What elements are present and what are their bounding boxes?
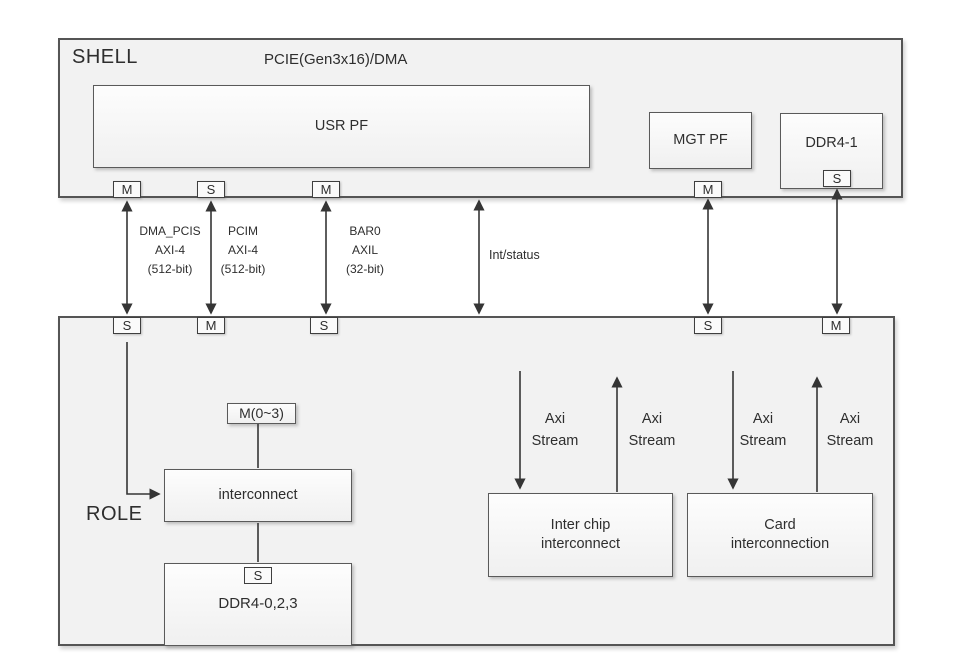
ddr4-1-label: DDR4-1 (805, 134, 858, 151)
link-label-dma-pcis: DMA_PCIS AXI-4 (512-bit) (130, 222, 210, 279)
usr-pf-label: USR PF (314, 118, 369, 134)
axi-stream-label-2: Axi Stream (617, 408, 687, 452)
mgt-pf-label: MGT PF (673, 132, 728, 148)
shell-port-bar0-m: M (312, 181, 340, 198)
role-title: ROLE (86, 503, 143, 525)
link-label-pcim-line2: AXI-4 (227, 243, 258, 257)
link-label-dma-pcis-line2: AXI-4 (154, 243, 185, 257)
link-label-pcim-line3: (512-bit) (220, 262, 266, 276)
role-port-bar0-s: S (310, 317, 338, 334)
role-port-ddr4-m: M (822, 317, 850, 334)
card-label-line2: interconnection (730, 536, 830, 552)
axi-stream-label-3: Axi Stream (728, 408, 798, 452)
axi-stream-1-line1: Axi (544, 411, 566, 427)
ddr4-023-port-s: S (244, 567, 272, 584)
shell-title: SHELL (72, 46, 138, 68)
link-label-pcim: PCIM AXI-4 (512-bit) (203, 222, 283, 279)
axi-stream-3-line2: Stream (739, 433, 787, 449)
link-label-dma-pcis-line3: (512-bit) (147, 262, 193, 276)
axi-stream-3-line1: Axi (752, 411, 774, 427)
axi-stream-2-line2: Stream (628, 433, 676, 449)
link-label-int-status: Int/status (489, 248, 540, 262)
m-group-block: M(0~3) (227, 403, 296, 424)
axi-stream-4-line2: Stream (826, 433, 874, 449)
role-port-pcim-m: M (197, 317, 225, 334)
ddr4-023-block: S DDR4-0,2,3 (164, 563, 352, 646)
interconnect-label: interconnect (218, 487, 298, 503)
link-label-bar0-line1: BAR0 (349, 224, 381, 238)
mgt-pf-block: MGT PF (649, 112, 752, 169)
pcie-dma-label: PCIE(Gen3x16)/DMA (264, 51, 408, 68)
link-label-bar0-line3: (32-bit) (345, 262, 384, 276)
m-group-label: M(0~3) (239, 405, 284, 421)
shell-port-dma-m: M (113, 181, 141, 198)
link-label-bar0: BAR0 AXIL (32-bit) (327, 222, 403, 279)
card-interconnection-block: Card interconnection (687, 493, 873, 577)
interconnect-block: interconnect (164, 469, 352, 522)
link-label-pcim-line1: PCIM (228, 224, 258, 238)
usr-pf-block: USR PF (93, 85, 590, 168)
shell-port-pcim-s: S (197, 181, 225, 198)
link-label-dma-pcis-line1: DMA_PCIS (139, 224, 201, 238)
role-port-mgt-s: S (694, 317, 722, 334)
axi-stream-label-4: Axi Stream (815, 408, 885, 452)
role-port-dma-s: S (113, 317, 141, 334)
link-label-bar0-line2: AXIL (351, 243, 378, 257)
axi-stream-label-1: Axi Stream (520, 408, 590, 452)
axi-stream-1-line2: Stream (531, 433, 579, 449)
axi-stream-2-line1: Axi (641, 411, 663, 427)
shell-port-mgt-m: M (694, 181, 722, 198)
shell-port-ddr4-s: S (823, 170, 851, 187)
axi-stream-4-line1: Axi (839, 411, 861, 427)
ddr4-023-label: DDR4-0,2,3 (218, 595, 298, 612)
inter-chip-block: Inter chip interconnect (488, 493, 673, 577)
inter-chip-label-line1: Inter chip (550, 517, 611, 533)
card-label-line1: Card (764, 517, 796, 533)
inter-chip-label-line2: interconnect (541, 536, 620, 552)
